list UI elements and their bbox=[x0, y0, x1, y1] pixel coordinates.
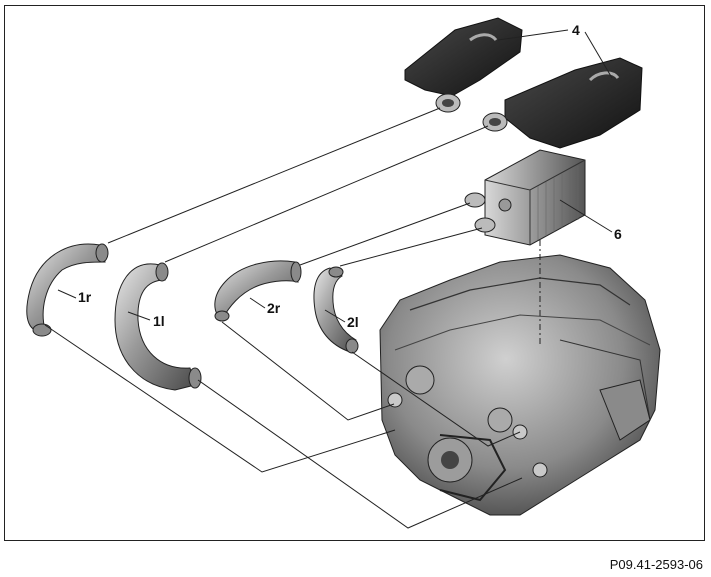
label-leader-lines bbox=[57, 29, 613, 323]
connection-lines bbox=[44, 107, 523, 529]
charge-air-cooler bbox=[464, 149, 586, 246]
diagram-frame bbox=[4, 5, 705, 541]
air-filter-housing-front bbox=[482, 57, 643, 149]
hose-2r bbox=[214, 260, 302, 322]
hose-1r bbox=[26, 243, 109, 337]
label-hose-2r: 2r bbox=[267, 300, 281, 316]
air-filter-housing-rear bbox=[404, 17, 523, 113]
label-hose-2l: 2l bbox=[347, 314, 359, 330]
figure-caption: P09.41-2593-06 bbox=[609, 557, 703, 572]
label-air-filter: 4 bbox=[572, 22, 580, 38]
hose-1l bbox=[114, 262, 202, 391]
label-charge-air-cooler: 6 bbox=[614, 226, 622, 242]
hose-2l bbox=[313, 266, 359, 354]
engine-block bbox=[379, 254, 661, 516]
label-hose-1l: 1l bbox=[153, 313, 165, 329]
label-hose-1r: 1r bbox=[78, 289, 92, 305]
